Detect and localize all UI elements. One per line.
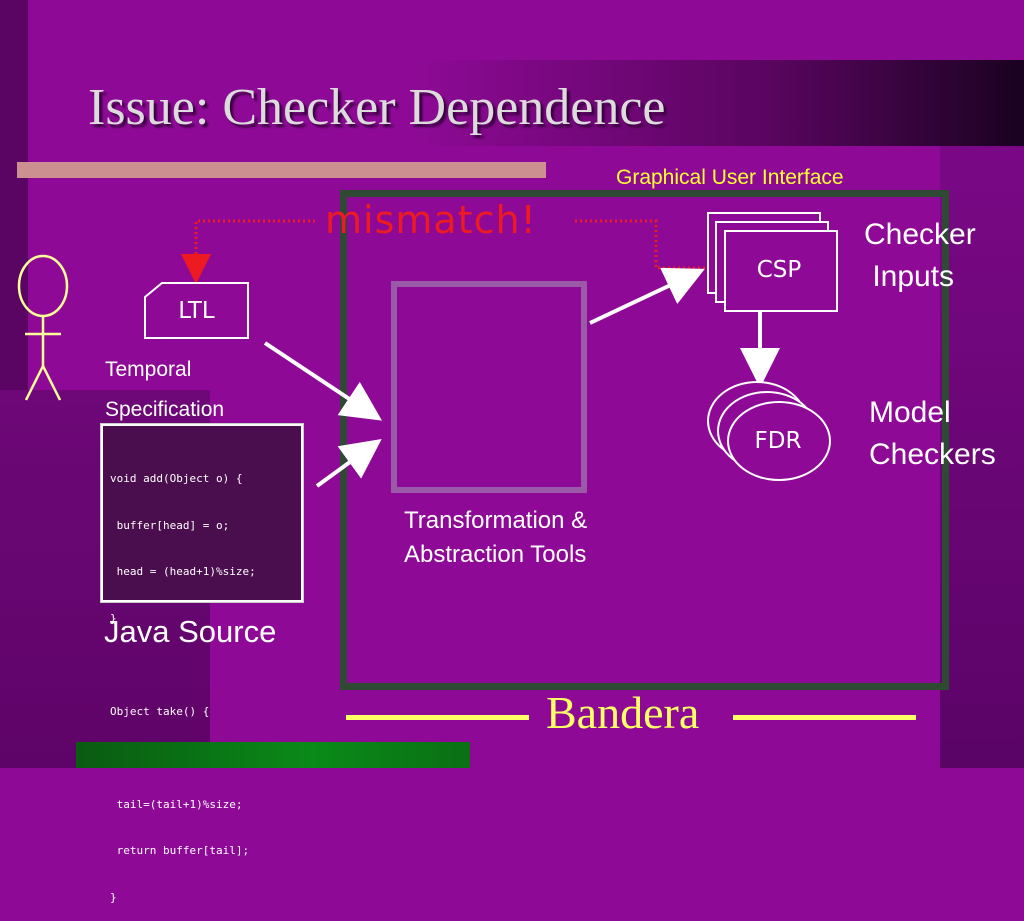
- model-checkers-line-1: Model: [869, 396, 951, 429]
- csp-card-front: [724, 230, 838, 312]
- code-line: tail=(tail+1)%size;: [110, 797, 243, 811]
- slide-title: Issue: Checker Dependence: [88, 79, 666, 136]
- fdr-ellipse-front: [727, 401, 831, 481]
- model-checkers-label: Model Checkers: [869, 392, 996, 476]
- user-stick-figure: [17, 254, 69, 401]
- code-line: void add(Object o) {: [110, 472, 243, 485]
- java-code-box: [101, 424, 303, 602]
- java-code: void add(Object o) { buffer[head] = o; h…: [110, 440, 256, 921]
- tools-box: [391, 281, 587, 493]
- checker-inputs-line-1: Checker: [864, 218, 976, 251]
- title-underline: [17, 162, 546, 178]
- mismatch-link-left: [181, 219, 315, 284]
- gui-label: Graphical User Interface: [616, 166, 844, 189]
- java-source-label: Java Source: [104, 614, 277, 649]
- title-band: [0, 60, 1024, 146]
- fdr-label: FDR: [754, 428, 802, 454]
- footer-green-bar: [76, 742, 470, 768]
- csp-label: CSP: [756, 257, 802, 283]
- transform-label: Transformation & Abstraction Tools: [404, 504, 587, 572]
- ltl-label: LTL: [178, 297, 215, 324]
- arrow-ltl-to-tools: [263, 341, 382, 421]
- temporal-spec-line-1: Temporal: [105, 358, 192, 381]
- code-line: }: [110, 890, 117, 904]
- bandera-rule-left: [346, 715, 529, 720]
- checker-inputs-line-2: Inputs: [864, 260, 955, 293]
- code-line: buffer[head] = o;: [110, 518, 230, 532]
- bandera-rule-right: [733, 715, 916, 720]
- arrow-java-to-tools: [315, 438, 382, 488]
- transform-line-2: Abstraction Tools: [404, 541, 587, 568]
- code-line: }: [110, 611, 117, 625]
- arrow-tools-to-csp: [589, 267, 705, 325]
- model-checkers-line-2: Checkers: [869, 438, 996, 471]
- bandera-label: Bandera: [546, 687, 700, 738]
- diagram-arrows: [17, 219, 780, 488]
- code-line: head = (head+1)%size;: [110, 565, 256, 578]
- right-shade: [940, 146, 1024, 768]
- temporal-spec-label: Temporal Specification: [105, 350, 224, 430]
- code-line: Object take() {: [110, 704, 210, 718]
- mismatch-label: mismatch!: [325, 198, 537, 242]
- transform-line-1: Transformation &: [404, 507, 588, 534]
- ltl-document-shape: [144, 282, 249, 339]
- code-line: return buffer[tail];: [110, 844, 250, 857]
- checker-inputs-label: Checker Inputs: [864, 214, 976, 298]
- temporal-spec-line-2: Specification: [105, 398, 225, 421]
- code-line: [110, 657, 256, 673]
